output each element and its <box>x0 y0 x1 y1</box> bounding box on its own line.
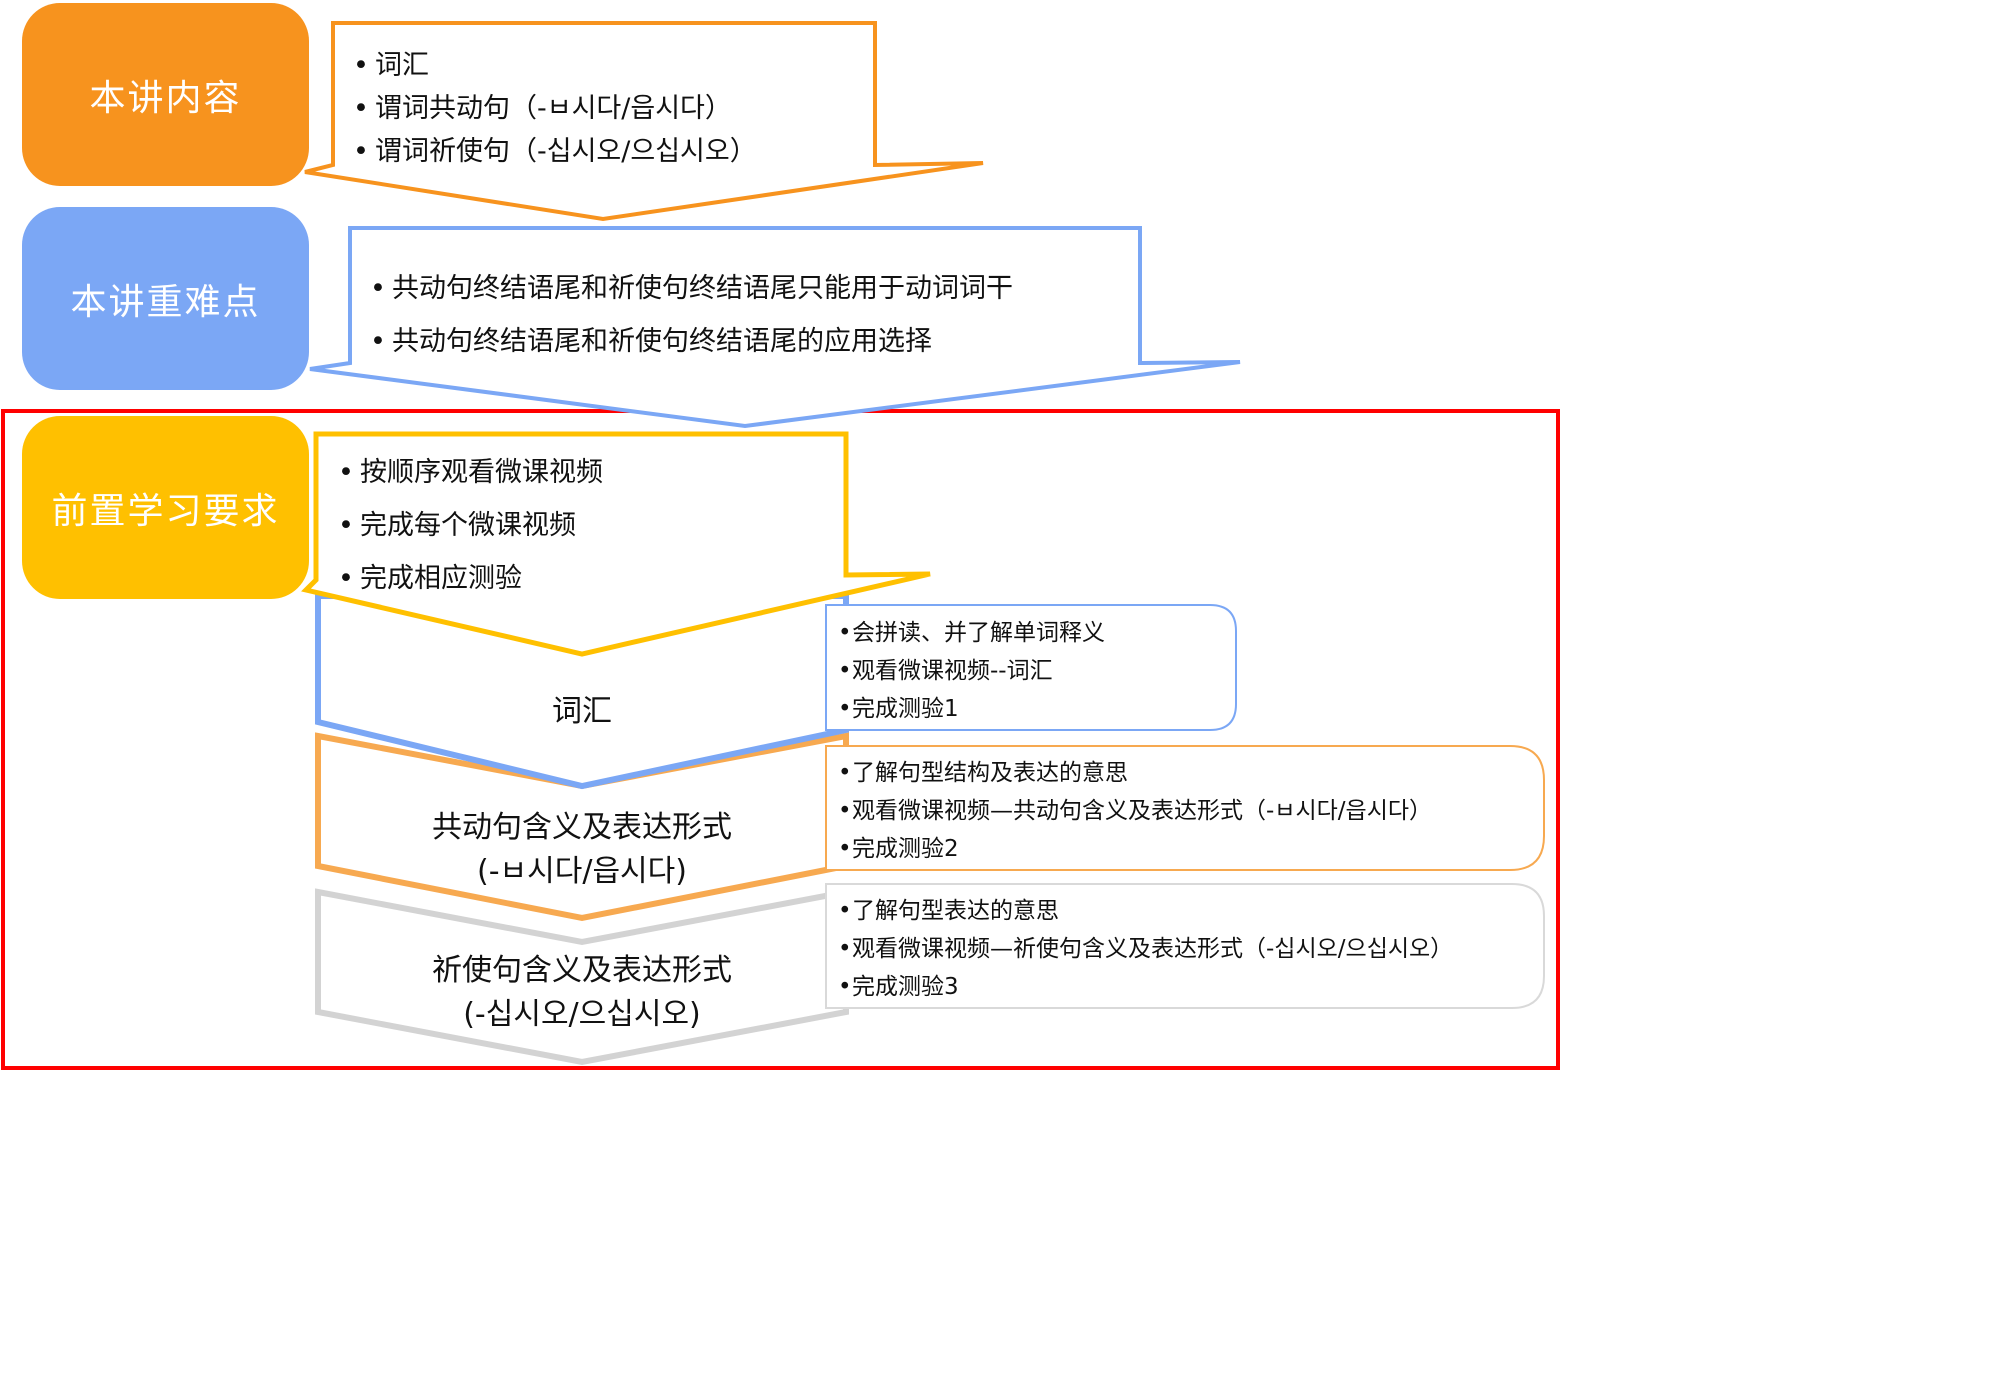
section-3-label: 前置学习要求 <box>51 490 280 532</box>
detail-item: 完成测验2 <box>838 830 1432 868</box>
list-item: 谓词祈使句（-십시오/으십시오） <box>353 130 757 173</box>
list-item: 词汇 <box>353 44 757 87</box>
detail-item: 观看微课视频—祈使句含义及表达形式（-십시오/으십시오） <box>838 930 1453 968</box>
list-item: 谓词共动句（-ㅂ시다/읍시다） <box>353 87 757 130</box>
step-2-details: 了解句型结构及表达的意思 观看微课视频—共动句含义及表达形式（-ㅂ시다/읍시다）… <box>838 754 1432 868</box>
step-title-line: (-ㅂ시다/읍시다) <box>477 854 687 889</box>
detail-item: 观看微课视频—共动句含义及表达形式（-ㅂ시다/읍시다） <box>838 792 1432 830</box>
list-item: 共动句终结语尾和祈使句终结语尾只能用于动词词干 <box>370 262 1013 315</box>
detail-item: 观看微课视频--词汇 <box>838 652 1105 690</box>
step-2-title: 共动句含义及表达形式 (-ㅂ시다/읍시다) <box>317 806 847 894</box>
section-2-box <box>22 207 309 390</box>
section-2-label: 本讲重难点 <box>70 281 261 323</box>
list-item: 完成相应测验 <box>338 552 603 605</box>
step-title-line: 词汇 <box>552 694 612 729</box>
detail-item: 会拼读、并了解单词释义 <box>838 614 1105 652</box>
step-1-title: 词汇 <box>317 690 847 734</box>
detail-item: 了解句型结构及表达的意思 <box>838 754 1432 792</box>
section-3-items: 按顺序观看微课视频 完成每个微课视频 完成相应测验 <box>338 446 603 605</box>
list-item: 按顺序观看微课视频 <box>338 446 603 499</box>
step-title-line: 共动句含义及表达形式 <box>432 810 732 845</box>
list-item: 完成每个微课视频 <box>338 499 603 552</box>
detail-item: 完成测验3 <box>838 968 1453 1006</box>
section-1-items: 词汇 谓词共动句（-ㅂ시다/읍시다） 谓词祈使句（-십시오/으십시오） <box>353 44 757 173</box>
section-3-box <box>22 416 309 599</box>
step-3-chevron <box>315 888 849 1066</box>
detail-item: 完成测验1 <box>838 690 1105 728</box>
list-item: 共动句终结语尾和祈使句终结语尾的应用选择 <box>370 315 1013 368</box>
section-1-box <box>22 3 309 186</box>
section-1-label: 本讲内容 <box>89 77 242 119</box>
step-1-details: 会拼读、并了解单词释义 观看微课视频--词汇 完成测验1 <box>838 614 1105 728</box>
step-3-title: 祈使句含义及表达形式 (-십시오/으십시오) <box>317 949 847 1037</box>
step-3-details: 了解句型表达的意思 观看微课视频—祈使句含义及表达形式（-십시오/으십시오） 完… <box>838 892 1453 1006</box>
section-2-items: 共动句终结语尾和祈使句终结语尾只能用于动词词干 共动句终结语尾和祈使句终结语尾的… <box>370 262 1013 368</box>
step-title-line: (-십시오/으십시오) <box>463 997 701 1032</box>
step-title-line: 祈使句含义及表达形式 <box>432 953 732 988</box>
detail-item: 了解句型表达的意思 <box>838 892 1453 930</box>
